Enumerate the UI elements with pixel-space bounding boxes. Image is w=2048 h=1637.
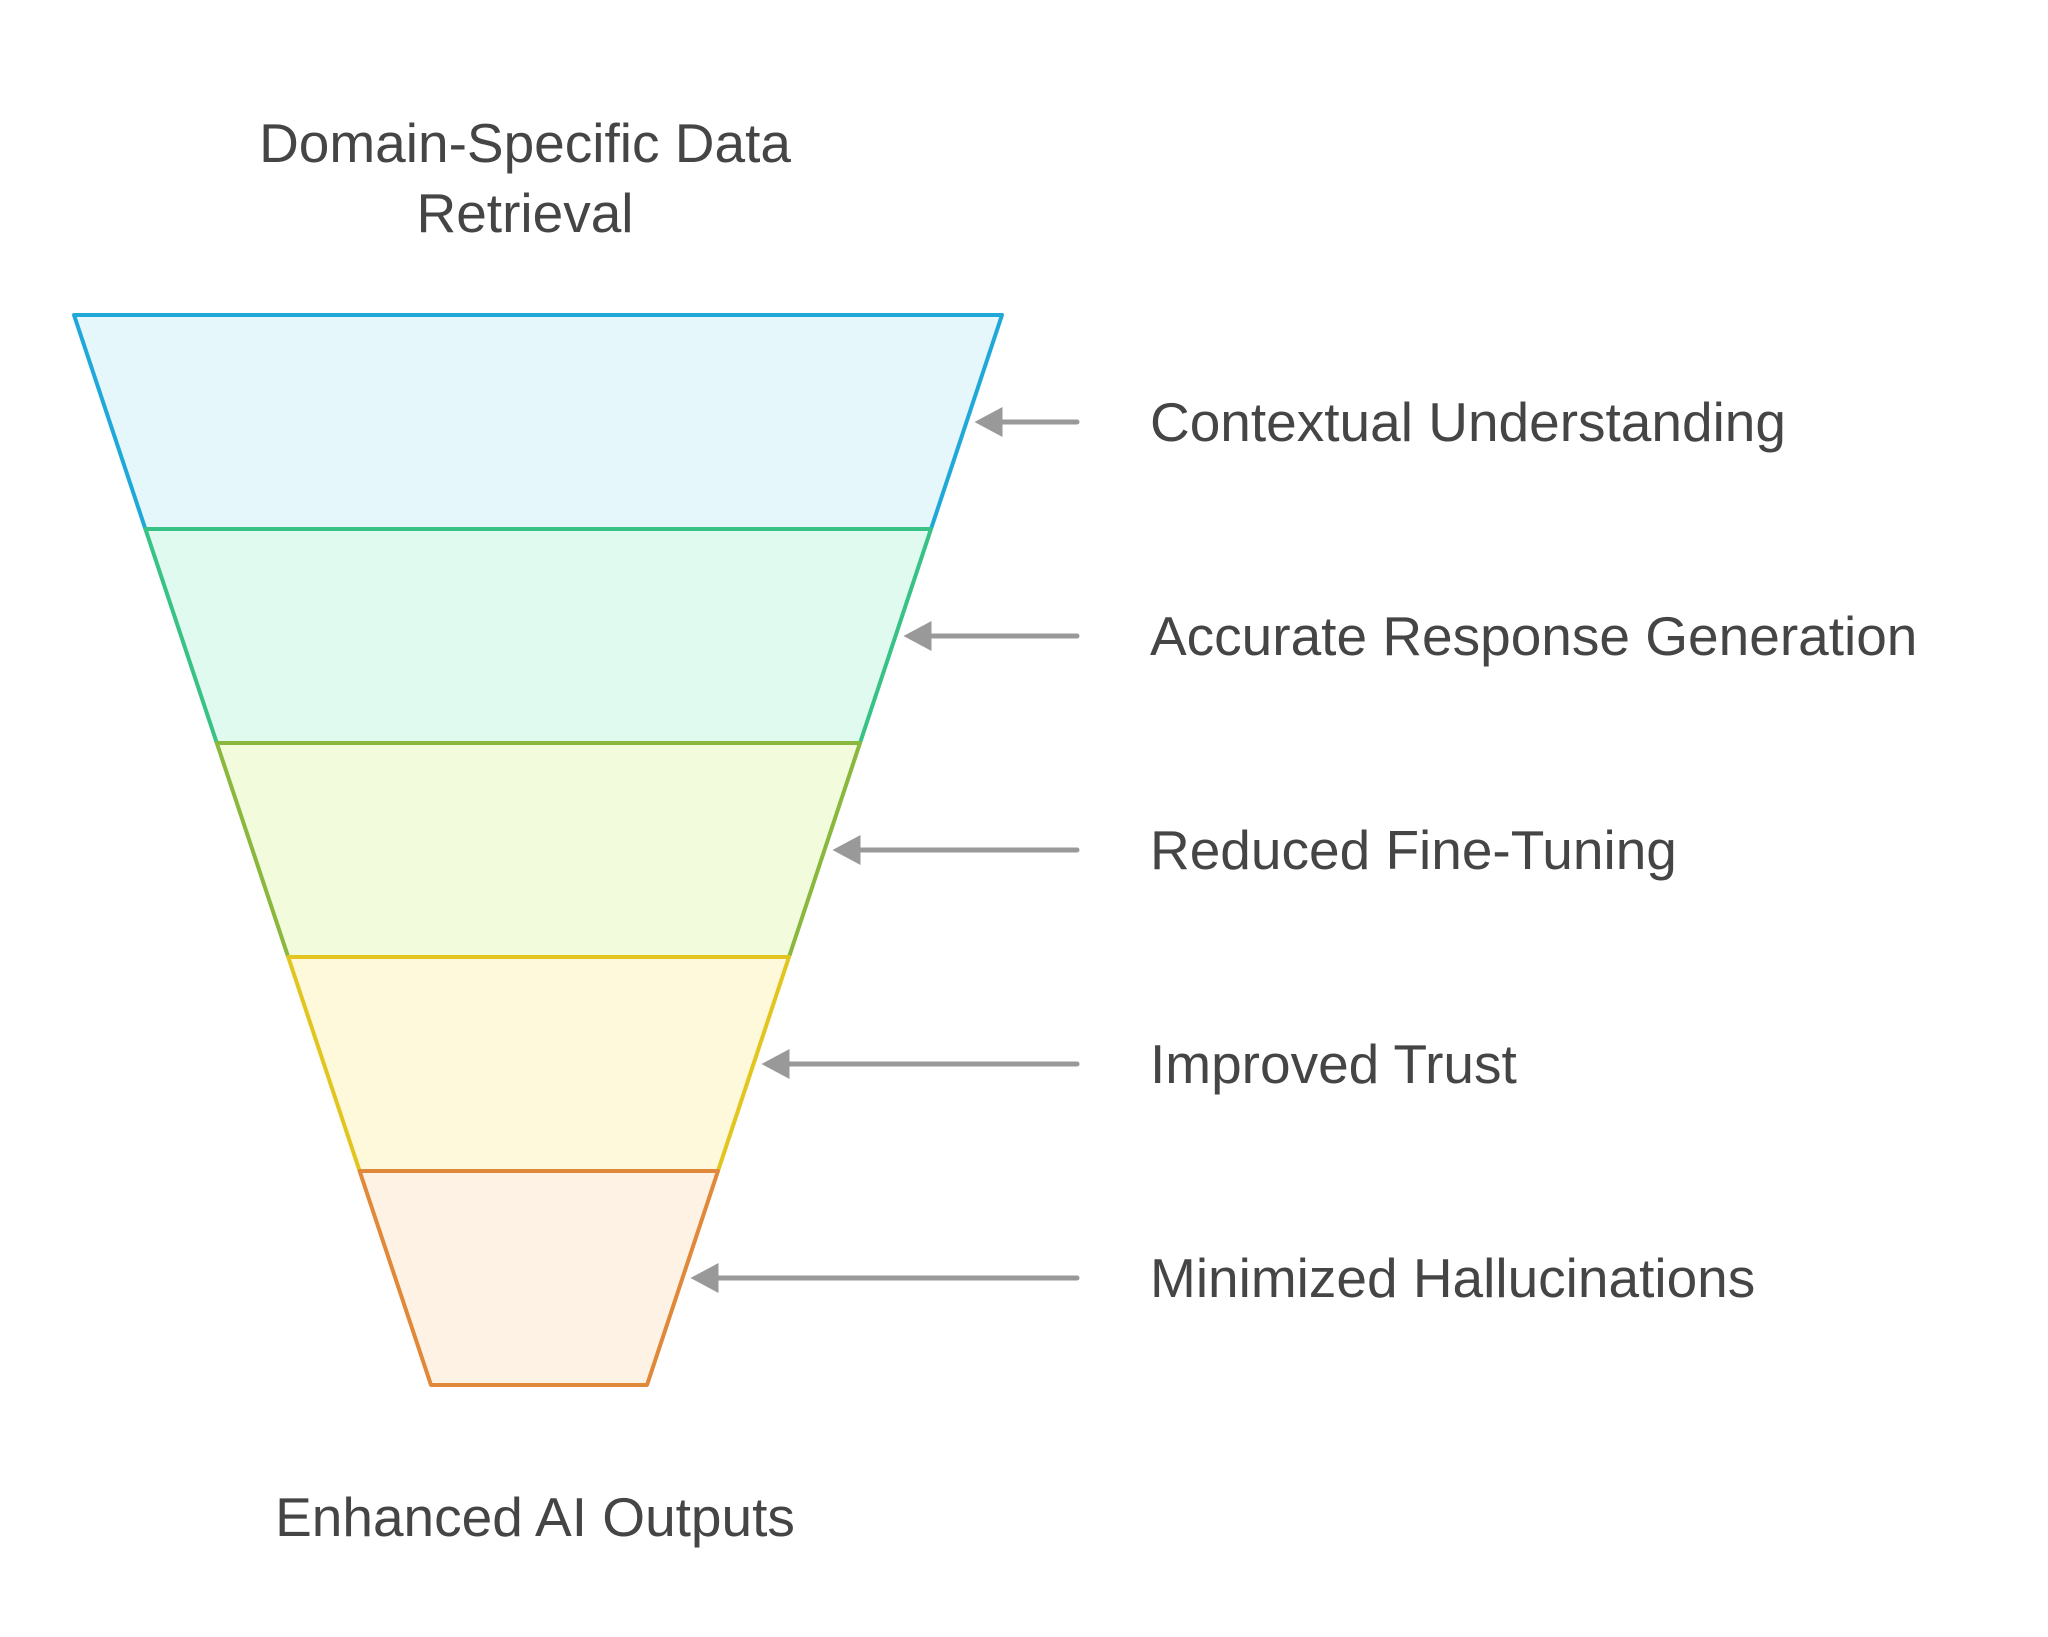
stage-label-minimized-hallucinations: Minimized Hallucinations xyxy=(1150,1247,1756,1309)
funnel-arrows xyxy=(690,407,1080,1293)
stage-label-contextual-understanding: Contextual Understanding xyxy=(1150,391,1786,453)
funnel-bottom-label: Enhanced AI Outputs xyxy=(275,1486,795,1548)
arrow-minimized-hallucinations xyxy=(690,1263,1080,1293)
stage-label-accurate-response-generation: Accurate Response Generation xyxy=(1150,605,1918,667)
arrow-head xyxy=(690,1263,719,1293)
stage-label-reduced-fine-tuning: Reduced Fine-Tuning xyxy=(1150,819,1677,881)
funnel-layer-accurate-response-generation xyxy=(143,527,933,745)
stage-label-improved-trust: Improved Trust xyxy=(1150,1033,1517,1095)
arrow-contextual-understanding xyxy=(974,407,1080,437)
funnel-layer-improved-trust xyxy=(286,955,791,1173)
arrow-head xyxy=(903,621,932,651)
funnel-layer-minimized-hallucinations xyxy=(357,1169,720,1387)
arrow-head xyxy=(974,407,1003,437)
arrow-improved-trust xyxy=(761,1049,1080,1079)
funnel-top-label: Domain-Specific Data Retrieval xyxy=(259,112,791,244)
funnel-layer-reduced-fine-tuning xyxy=(214,741,862,959)
arrow-accurate-response-generation xyxy=(903,621,1080,651)
funnel-layers xyxy=(72,313,1004,1387)
funnel-layer-contextual-understanding xyxy=(72,313,1004,531)
arrow-head xyxy=(832,835,861,865)
arrow-head xyxy=(761,1049,790,1079)
arrow-reduced-fine-tuning xyxy=(832,835,1080,865)
